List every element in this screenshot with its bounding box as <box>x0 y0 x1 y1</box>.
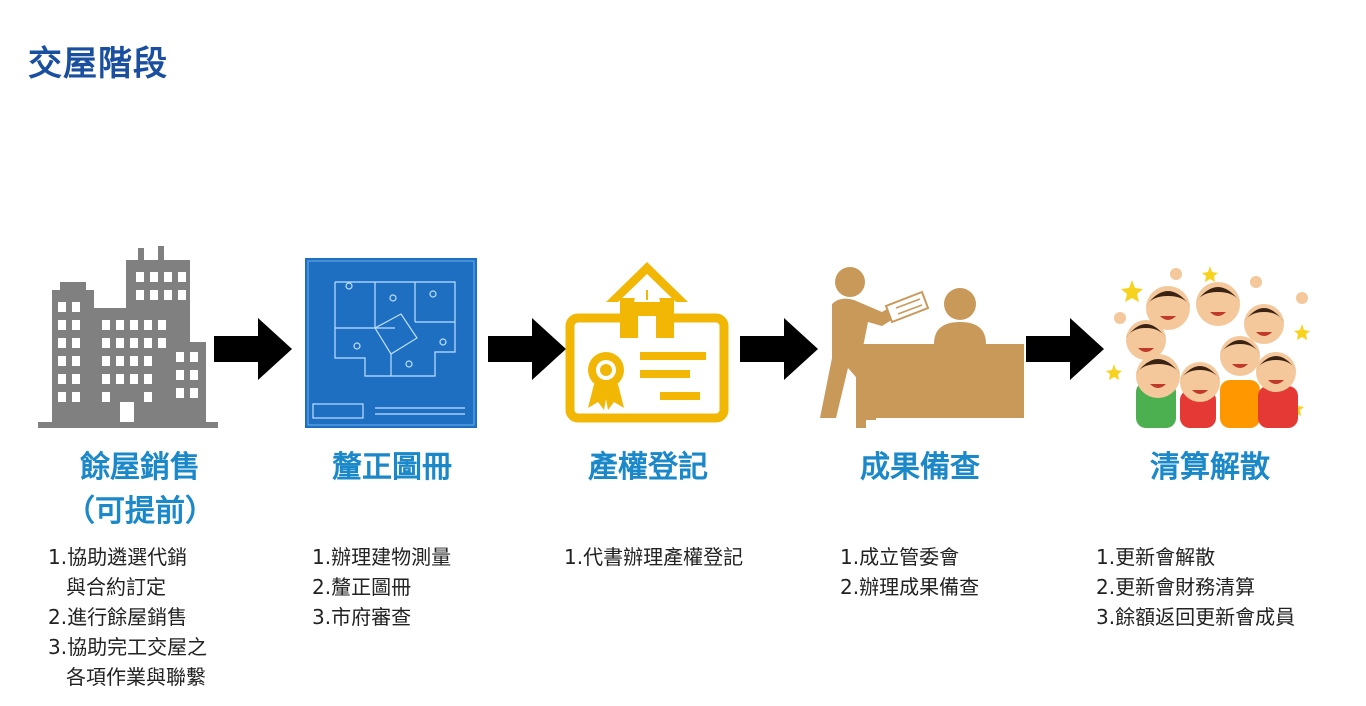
list-item: 1.協助遴選代銷 <box>48 545 188 569</box>
blueprint-icon <box>305 258 477 428</box>
certificate-house-icon <box>565 262 729 423</box>
step-items-results-filing: 1.成立管委會 2.辦理成果備查 <box>840 542 979 602</box>
step-items-unsold-sales: 1.協助遴選代銷 與合約訂定 2.進行餘屋銷售 3.協助完工交屋之 各項作業與聯… <box>48 542 207 692</box>
step-items-liquidation: 1.更新會解散 2.更新會財務清算 3.餘額返回更新會成員 <box>1096 542 1295 632</box>
list-item: 1.代書辦理產權登記 <box>564 545 744 569</box>
list-item: 1.更新會解散 <box>1096 545 1216 569</box>
list-item: 1.辦理建物測量 <box>312 545 452 569</box>
list-item: 與合約訂定 <box>66 575 166 599</box>
step-title-unsold-sales: 餘屋銷售 （可提前） <box>65 450 215 529</box>
list-item: 2.釐正圖冊 <box>312 575 412 599</box>
list-item: 3.市府審查 <box>312 605 412 629</box>
buildings-icon <box>38 246 218 428</box>
arrow-right-icon <box>488 318 566 380</box>
list-item: 2.進行餘屋銷售 <box>48 605 188 629</box>
list-item: 2.辦理成果備查 <box>840 575 980 599</box>
list-item: 3.餘額返回更新會成員 <box>1096 605 1296 629</box>
step-title-map-correction: 釐正圖冊 <box>332 450 452 485</box>
list-item: 2.更新會財務清算 <box>1096 575 1256 599</box>
step-title-title-registration: 產權登記 <box>588 450 708 485</box>
inspection-desk-icon <box>820 267 1024 428</box>
list-item: 各項作業與聯繫 <box>66 665 206 689</box>
step-title-results-filing: 成果備查 <box>860 450 980 485</box>
celebrating-crowd-icon <box>1106 266 1310 428</box>
arrow-right-icon <box>214 318 292 380</box>
list-item: 3.協助完工交屋之 <box>48 635 208 659</box>
step-items-map-correction: 1.辦理建物測量 2.釐正圖冊 3.市府審查 <box>312 542 451 632</box>
list-item: 1.成立管委會 <box>840 545 960 569</box>
arrow-right-icon <box>740 318 818 380</box>
step-title-liquidation: 清算解散 <box>1150 450 1270 485</box>
step-items-title-registration: 1.代書辦理產權登記 <box>564 542 743 572</box>
page-title: 交屋階段 <box>28 44 168 84</box>
arrow-right-icon <box>1026 318 1104 380</box>
